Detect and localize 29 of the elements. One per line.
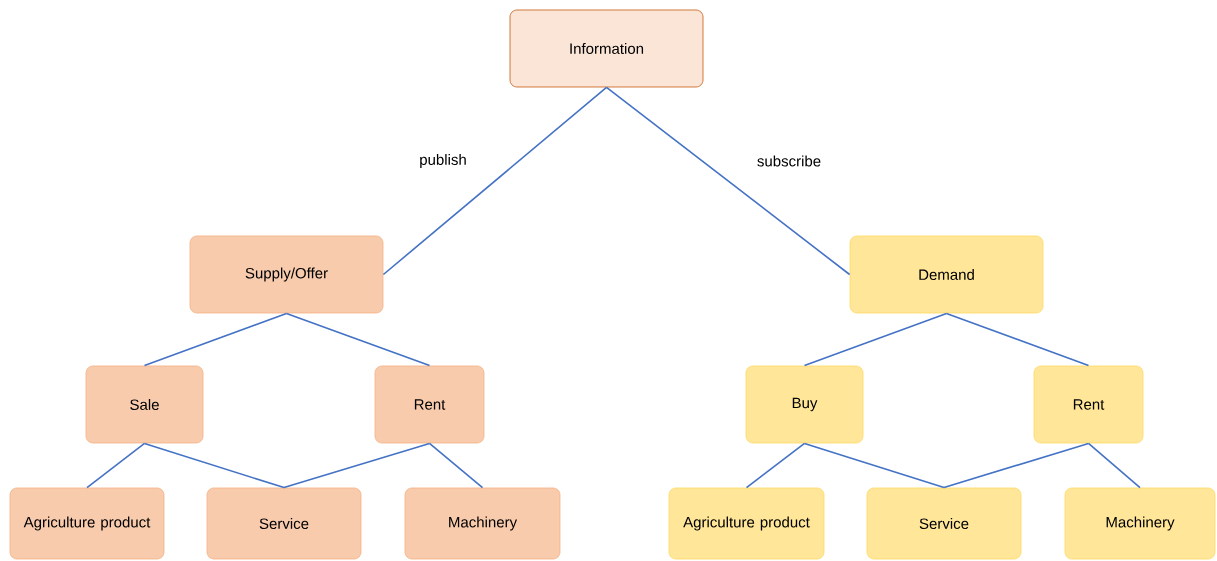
- category-box: Agriculture product: [9, 487, 165, 560]
- category-box: Supply/Offer: [189, 235, 384, 314]
- connector-line: [605, 86, 851, 276]
- connector-line: [943, 442, 1090, 489]
- connector-line: [143, 442, 285, 489]
- connector-line: [382, 86, 608, 276]
- connector-line: [745, 442, 806, 489]
- edge-label: publish: [417, 152, 469, 170]
- category-box: Rent: [374, 365, 485, 444]
- category-box: Demand: [849, 235, 1044, 314]
- category-box: Machinery: [404, 487, 561, 560]
- connector-line: [428, 442, 484, 489]
- connector-line: [283, 442, 431, 489]
- category-box: Sale: [85, 365, 204, 444]
- connector-line: [86, 442, 146, 489]
- connector-line: [285, 312, 431, 367]
- edge-label: subscribe: [754, 153, 824, 169]
- connector-line: [143, 312, 288, 367]
- connector-line: [945, 312, 1090, 367]
- category-box: Service: [866, 487, 1022, 560]
- category-box: Rent: [1033, 365, 1144, 444]
- category-box: Buy: [745, 365, 864, 444]
- category-box: Agriculture product: [668, 487, 825, 560]
- category-box: Service: [206, 487, 362, 560]
- connector-line: [1087, 442, 1141, 489]
- connector-line: [803, 312, 948, 367]
- category-box: Machinery: [1064, 487, 1216, 560]
- category-box: Information: [509, 9, 704, 88]
- connector-line: [803, 442, 945, 489]
